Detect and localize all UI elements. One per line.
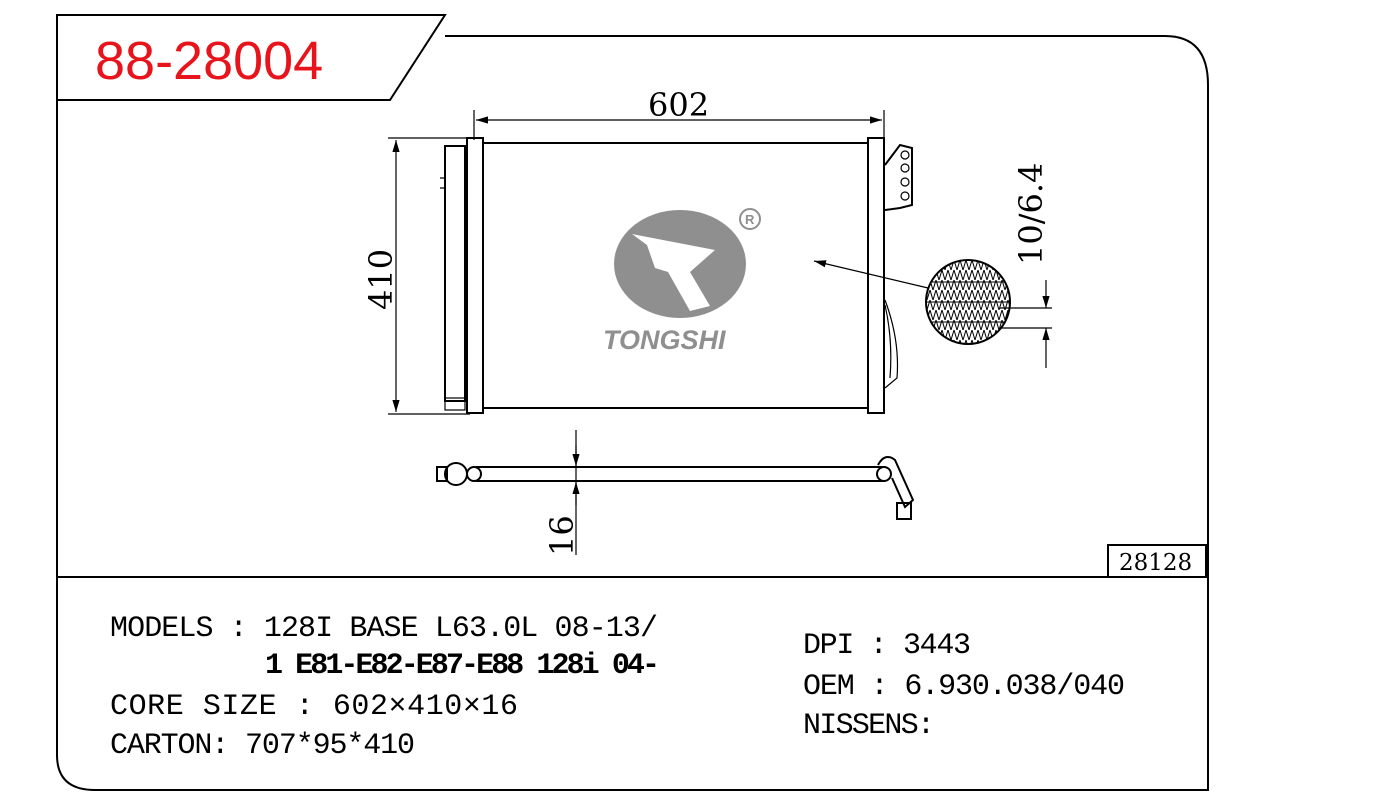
height-label: 410	[362, 249, 400, 310]
thickness-label: 16	[543, 515, 581, 556]
models-line-2: 1 E81-E82-E87-E88 128i 04-	[265, 649, 660, 683]
tongshi-logo: R TONGSHI	[603, 208, 761, 355]
height-dimension: 410	[362, 137, 470, 415]
ref-code: 28128	[1119, 550, 1192, 576]
registered-mark: R	[745, 212, 755, 227]
condenser-front-view	[440, 137, 913, 414]
models-line-1: MODELS : 128I BASE L63.0L 08-13/	[110, 612, 658, 646]
fin-detail: 10/6.4	[813, 163, 1052, 368]
spec-text: MODELS : 128I BASE L63.0L 08-13/ 1 E81-E…	[110, 612, 1125, 763]
sheet-border	[56, 35, 1209, 791]
ref-code-box	[1107, 544, 1207, 578]
oem: OEM : 6.930.038/040	[803, 670, 1125, 704]
part-number: 88-28004	[95, 31, 323, 91]
brand-name: TONGSHI	[603, 325, 726, 355]
width-label: 602	[648, 86, 709, 124]
core-size: CORE SIZE : 602×410×16	[110, 690, 518, 724]
condenser-side-view: 16	[436, 430, 915, 556]
dpi: DPI : 3443	[803, 629, 971, 663]
tube-dimension-label: 10/6.4	[1012, 163, 1050, 265]
part-number-tab	[56, 14, 447, 101]
carton: CARTON: 707*95*410	[110, 729, 415, 763]
nissens: NISSENS:	[803, 709, 935, 743]
width-dimension: 602	[473, 86, 885, 140]
